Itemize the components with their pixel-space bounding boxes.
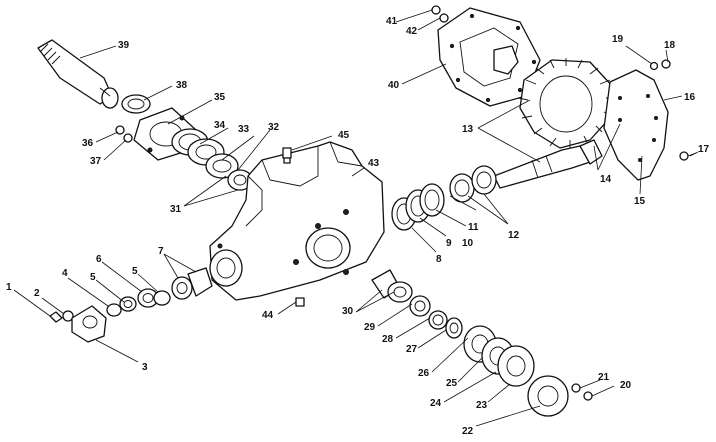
differential-housing <box>209 141 385 301</box>
ring-gear <box>517 58 615 149</box>
breather-fitting <box>282 147 292 164</box>
callout-23: 23 <box>476 400 488 411</box>
callout-13: 13 <box>462 124 474 135</box>
callout-8: 8 <box>436 254 442 265</box>
callout-16: 16 <box>684 92 696 103</box>
splined-shaft <box>37 39 119 109</box>
callout-37: 37 <box>90 156 102 167</box>
callout-1: 1 <box>6 282 12 293</box>
cover-plate-bolts <box>649 59 697 161</box>
callout-39: 39 <box>118 40 130 51</box>
output-flange-group <box>49 267 213 343</box>
callout-30: 30 <box>342 306 354 317</box>
callout-31: 31 <box>170 204 182 215</box>
callout-40: 40 <box>388 80 400 91</box>
callout-33: 33 <box>238 124 250 135</box>
callout-11: 11 <box>468 222 479 233</box>
callout-44: 44 <box>262 310 274 321</box>
callout-2: 2 <box>34 288 40 299</box>
callout-38: 38 <box>176 80 188 91</box>
callout-26: 26 <box>418 368 430 379</box>
callout-21: 21 <box>598 372 610 383</box>
callout-32: 32 <box>268 122 280 133</box>
callout-25: 25 <box>446 378 458 389</box>
callout-41: 41 <box>386 16 398 27</box>
drain-plug <box>295 297 305 307</box>
lower-bearing-group <box>371 269 593 417</box>
callout-10: 10 <box>462 238 474 249</box>
callout-17: 17 <box>698 144 710 155</box>
callout-9: 9 <box>446 238 452 249</box>
callout-7: 7 <box>158 246 164 257</box>
side-cover-plate <box>603 69 669 181</box>
leader-lines <box>13 9 699 427</box>
callout-42: 42 <box>406 26 418 37</box>
callout-labels: 1 2 3 4 5 5 6 7 8 9 10 11 12 13 14 15 16… <box>6 16 710 437</box>
pinion-shaft <box>493 139 603 189</box>
callout-43: 43 <box>368 158 380 169</box>
callout-24: 24 <box>430 398 442 409</box>
pinion-bearing-stack <box>391 165 497 231</box>
callout-14: 14 <box>600 174 612 185</box>
callout-27: 27 <box>406 344 418 355</box>
callout-45: 45 <box>338 130 350 141</box>
callout-5a: 5 <box>90 272 96 283</box>
callout-15: 15 <box>634 196 646 207</box>
callout-5b: 5 <box>132 266 138 277</box>
callout-4: 4 <box>62 268 68 279</box>
bearing-cover <box>437 7 541 107</box>
flange-bolts <box>115 125 133 143</box>
callout-3: 3 <box>142 362 148 373</box>
callout-29: 29 <box>364 322 376 333</box>
callout-6: 6 <box>96 254 102 265</box>
callout-36: 36 <box>82 138 94 149</box>
callout-28: 28 <box>382 334 394 345</box>
callout-22: 22 <box>462 426 474 437</box>
callout-18: 18 <box>664 40 676 51</box>
callout-19: 19 <box>612 34 624 45</box>
callout-35: 35 <box>214 92 226 103</box>
callout-20: 20 <box>620 380 632 391</box>
cover-bolts <box>431 5 449 23</box>
callout-12: 12 <box>508 230 520 241</box>
input-bearing-group <box>121 94 253 191</box>
callout-34: 34 <box>214 120 226 131</box>
